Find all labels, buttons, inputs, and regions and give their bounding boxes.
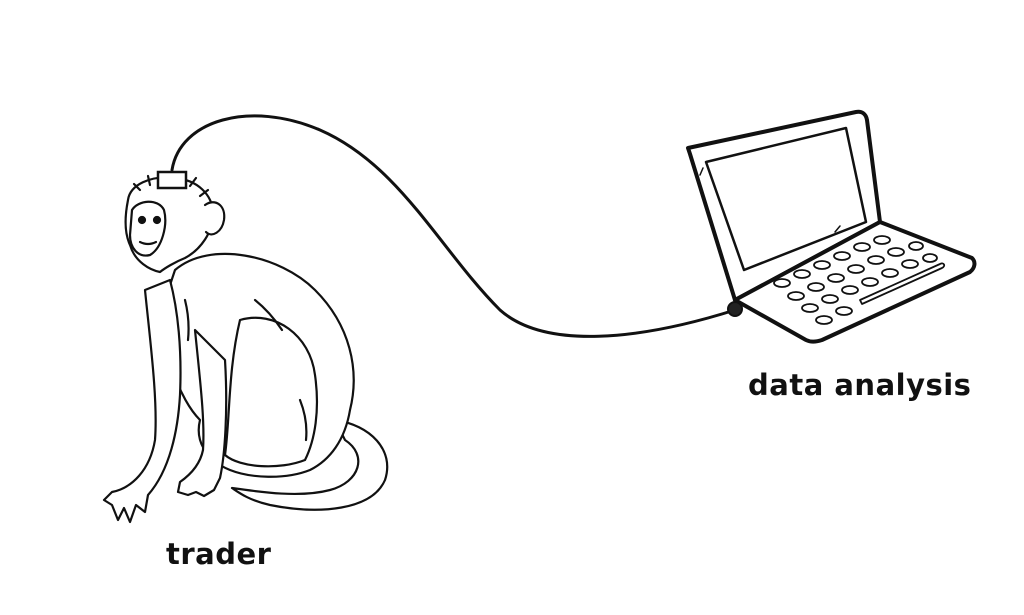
monkey-icon	[102, 170, 389, 524]
data-analysis-label: data analysis	[748, 368, 972, 402]
electrode-icon	[156, 170, 188, 190]
cable-connector	[170, 114, 737, 338]
laptop-icon	[686, 109, 977, 344]
trader-label: trader	[166, 537, 272, 571]
cable-plug	[727, 301, 743, 317]
